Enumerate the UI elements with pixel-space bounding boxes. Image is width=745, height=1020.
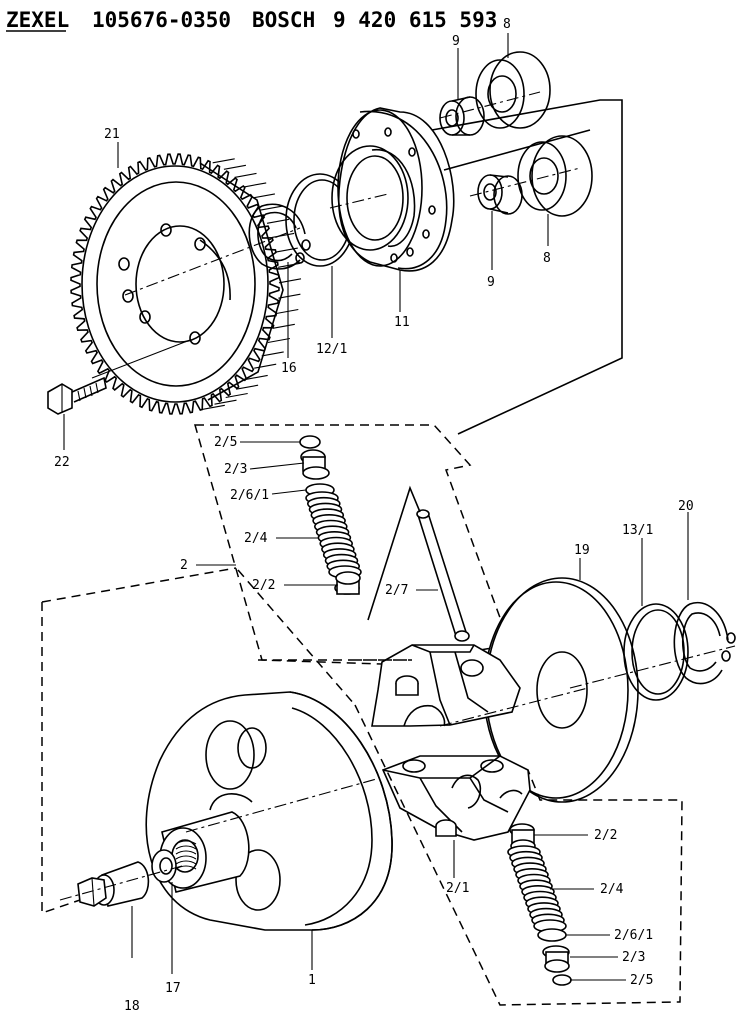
spring-assembly-bottom	[507, 823, 572, 986]
flyweight-upper	[371, 644, 589, 727]
callout-labels: 8 9 21 8 9 11 12/1 16 22 2/5 2/3 2/6/1 2…	[54, 17, 694, 1014]
dashed-alignment-left	[41, 567, 237, 915]
callout-2-2-bottom: 2/2	[594, 828, 617, 843]
callout-8-right: 8	[543, 251, 551, 266]
callout-2-6-1-top: 2/6/1	[230, 488, 269, 503]
callout-17: 17	[165, 981, 181, 996]
callout-11: 11	[394, 315, 410, 330]
callout-21: 21	[104, 127, 120, 142]
callout-13-1: 13/1	[622, 523, 653, 538]
callout-2-5-top: 2/5	[214, 435, 237, 450]
roller-9-lower	[477, 174, 523, 215]
callout-2-3-top: 2/3	[224, 462, 247, 477]
part-number-right: 9 420 615 593	[333, 8, 497, 32]
callout-22: 22	[54, 455, 70, 470]
callout-2-7: 2/7	[385, 583, 408, 598]
plug-screw-18	[77, 861, 150, 907]
flyweight-8-top	[439, 51, 551, 129]
callout-1: 1	[308, 973, 316, 988]
washer-17	[151, 849, 177, 883]
spring-assembly-top	[299, 435, 362, 595]
callout-12-1: 12/1	[316, 342, 347, 357]
callout-2-5-bottom: 2/5	[630, 973, 653, 988]
flyweight-2-1	[381, 755, 531, 841]
part-number-left: 105676-0350	[92, 8, 231, 32]
leader-lines	[63, 33, 689, 981]
circlip-20	[673, 601, 736, 685]
callout-18: 18	[124, 999, 140, 1014]
bolt-22	[47, 376, 107, 415]
snap-ring-16	[248, 203, 311, 270]
callout-9-top: 9	[452, 34, 460, 49]
housing-cup-1	[145, 691, 393, 931]
header: ZEXEL 105676-0350 BOSCH 9 420 615 593	[6, 8, 497, 32]
callout-19: 19	[574, 543, 590, 558]
callout-9-lower: 9	[487, 275, 495, 290]
callout-8-top: 8	[503, 17, 511, 32]
drive-gear	[70, 153, 302, 415]
push-rod-2-7	[367, 485, 470, 642]
callout-20: 20	[678, 499, 694, 514]
brand-left: ZEXEL	[6, 8, 69, 32]
dashed-group-outline-bottom	[354, 704, 683, 1006]
callout-2: 2	[180, 558, 188, 573]
callout-2-4-bottom: 2/4	[600, 882, 624, 897]
flyweight-8-right	[469, 135, 593, 217]
callout-2-1: 2/1	[446, 881, 469, 896]
callout-2-3-bottom: 2/3	[622, 950, 645, 965]
brand-right: BOSCH	[252, 8, 315, 32]
alignment-line-upper	[431, 99, 623, 435]
callout-16: 16	[281, 361, 297, 376]
callout-2-6-1-bottom: 2/6/1	[614, 928, 653, 943]
callout-2-4-top: 2/4	[244, 531, 268, 546]
callout-2-2-top: 2/2	[252, 578, 275, 593]
